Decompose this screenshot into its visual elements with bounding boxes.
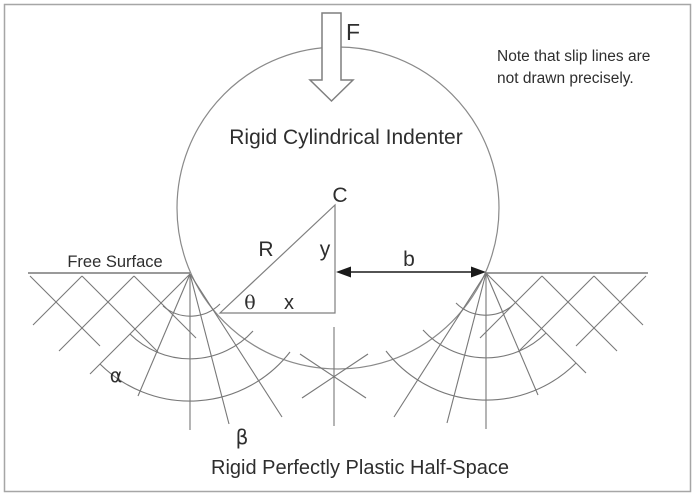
- geometry-triangle: [218, 203, 336, 314]
- slip-grid-left: [29, 275, 197, 353]
- slip-line: [58, 275, 135, 352]
- b-label: b: [403, 248, 415, 271]
- slip-line: [29, 275, 101, 347]
- slip-arc: [129, 330, 254, 360]
- slip-line: [301, 353, 369, 399]
- slip-arcs-right: [385, 302, 577, 401]
- half-space-label: Rigid Perfectly Plastic Half-Space: [211, 457, 509, 479]
- note-line2: not drawn precisely.: [497, 70, 634, 87]
- center-label: C: [332, 184, 347, 207]
- slip-field-left: [29, 273, 291, 430]
- slip-line: [137, 273, 191, 397]
- slip-arc: [422, 329, 547, 359]
- indenter-label: Rigid Cylindrical Indenter: [229, 126, 462, 149]
- x-leg-label: x: [284, 292, 294, 314]
- force-label: F: [346, 19, 360, 45]
- slip-fan-right: [393, 272, 587, 429]
- slip-line: [32, 275, 83, 326]
- slip-arc: [455, 302, 514, 316]
- slip-line: [89, 273, 191, 375]
- slip-line: [541, 275, 618, 352]
- slip-arc: [385, 350, 577, 401]
- slip-line: [81, 275, 159, 353]
- radius-label: R: [258, 238, 273, 261]
- slip-arcs-left: [99, 303, 291, 402]
- slip-arc: [99, 351, 291, 402]
- b-dimension-arrow: [336, 266, 486, 278]
- slip-field-right: [385, 272, 647, 429]
- slip-line: [299, 353, 367, 399]
- border-frame: [3, 3, 692, 493]
- slip-line: [485, 272, 539, 396]
- bottom-slip-star: [299, 327, 369, 426]
- slip-arc: [162, 303, 221, 317]
- slip-line: [446, 272, 487, 424]
- slip-fan-left: [89, 273, 283, 430]
- arrowhead-left-icon: [336, 266, 351, 278]
- slip-line: [485, 272, 587, 374]
- theta-label: θ: [244, 292, 255, 314]
- slip-grid-right: [479, 275, 647, 353]
- y-leg-label: y: [320, 238, 331, 261]
- slip-line: [593, 275, 644, 326]
- beta-label: β: [236, 425, 249, 449]
- free-surface-label: Free Surface: [67, 253, 162, 271]
- alpha-label: α: [110, 365, 123, 387]
- force-arrow-icon: [308, 12, 355, 103]
- slip-line: [517, 275, 595, 353]
- slip-line: [189, 273, 230, 425]
- note-line1: Note that slip lines are: [497, 48, 650, 65]
- arrowhead-right-icon: [471, 266, 486, 278]
- slip-line: [575, 275, 647, 347]
